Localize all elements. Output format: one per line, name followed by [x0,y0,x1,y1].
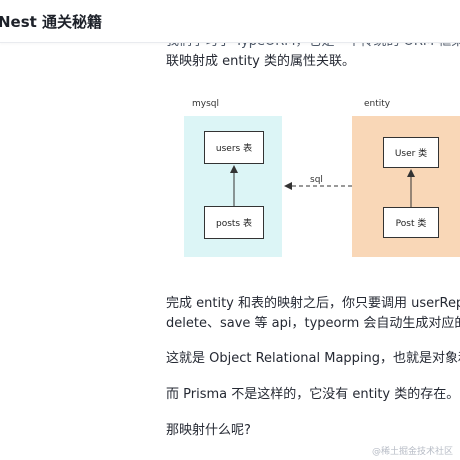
user-class-node: User 类 [383,137,439,168]
post-class-node: Post 类 [383,207,439,238]
article-paragraph: 而 Prisma 不是这样的，它没有 entity 类的存在。 [166,387,460,402]
page-title[interactable]: Nest 通关秘籍 [0,13,103,31]
sql-edge-label: sql [310,175,323,185]
article-paragraph: 完成 entity 和表的映射之后，你只要调用 userRepository [166,296,460,311]
users-table-node: users 表 [204,131,264,164]
article-paragraph: 联映射成 entity 类的属性关联。 [166,54,356,69]
article-paragraph: 这就是 Object Relational Mapping，也就是对象和关系型 [166,351,460,366]
diagram-connectors [230,165,415,207]
top-header-bar: Nest 通关秘籍 [0,0,460,43]
orm-mapping-diagram: mysql entity users 表 posts 表 User 类 Post… [180,94,460,274]
article-paragraph: delete、save 等 api，typeorm 会自动生成对应的 sql 语 [166,316,460,331]
posts-table-node: posts 表 [204,206,264,239]
watermark: @稀土掘金技术社区 [372,447,454,457]
mysql-label: mysql [192,99,219,109]
entity-label: entity [364,99,391,109]
article-paragraph: 那映射什么呢? [166,423,251,438]
